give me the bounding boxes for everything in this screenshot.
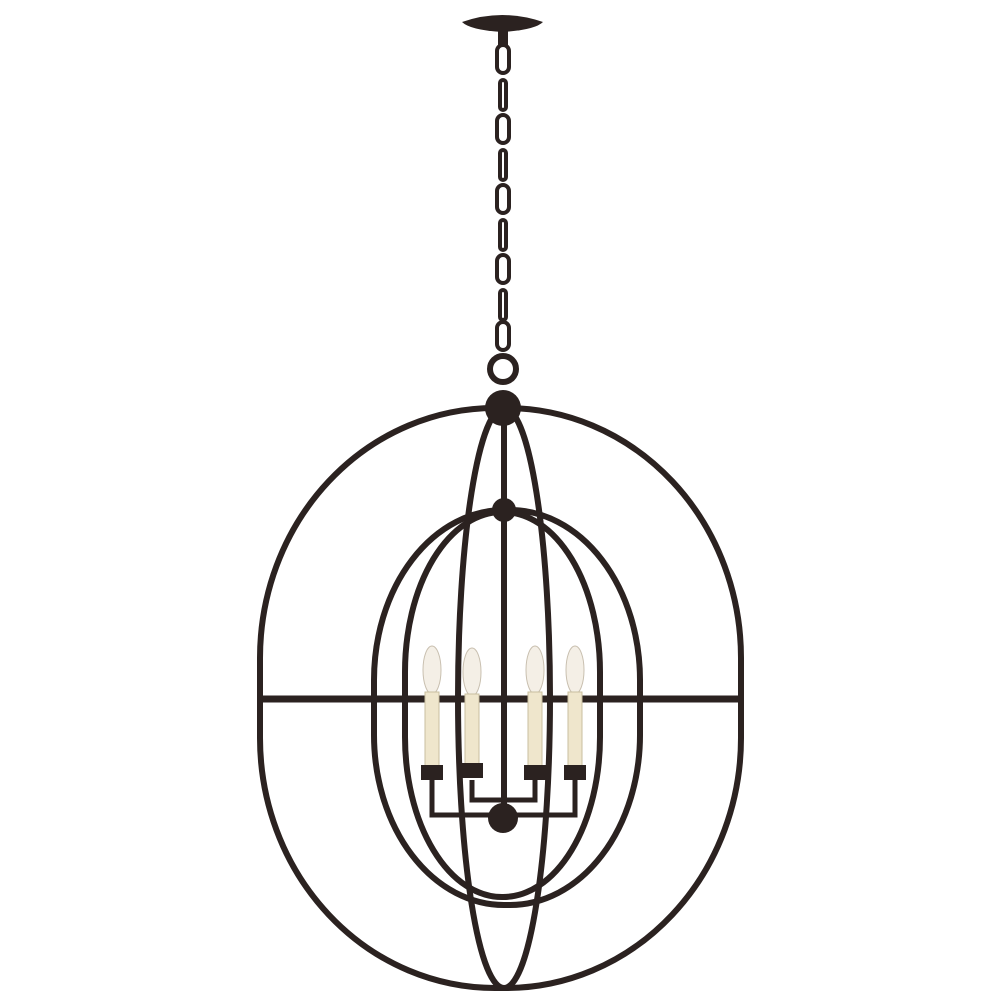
bottom-ball: [488, 803, 518, 833]
candle: [564, 645, 586, 780]
hanging-ring: [487, 353, 519, 385]
canopy: [462, 15, 543, 32]
middle-ball: [492, 498, 516, 522]
candles: [421, 645, 586, 780]
candle: [461, 647, 483, 778]
candle: [421, 645, 443, 780]
chain: [495, 43, 511, 352]
candle: [524, 645, 546, 780]
top-finial-ball: [485, 390, 521, 426]
